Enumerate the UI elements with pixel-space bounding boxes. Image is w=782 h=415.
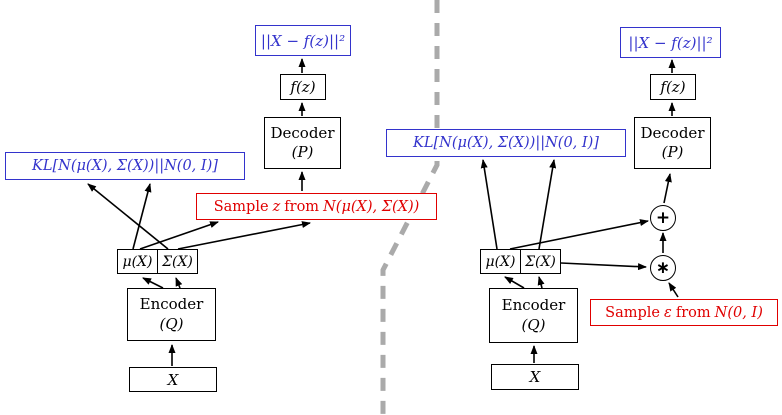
right-input-x-label: X <box>529 368 541 386</box>
left-sigma-label: Σ(X) <box>162 253 193 270</box>
right-reconstruction-loss-box: ||X − f(z)||² <box>620 27 721 58</box>
right-encoder-title: Encoder <box>501 296 566 314</box>
multiply-circle: ∗ <box>650 255 676 281</box>
arrow-sigma-to-kl-right <box>538 159 557 250</box>
right-encoder-sub: (Q) <box>521 315 546 334</box>
right-decoder-sub: (P) <box>661 143 684 161</box>
arrow-encoder-to-mu-right <box>504 276 525 289</box>
arrow-mu-to-kl-left <box>132 183 152 250</box>
plus-circle: + <box>650 205 676 231</box>
left-sample-distribution: N(μ(X), Σ(X)) <box>323 198 420 215</box>
arrow-plus-to-decoder-right <box>663 173 672 204</box>
left-mu-label: μ(X) <box>122 253 153 270</box>
right-decoder-title: Decoder <box>640 123 705 142</box>
right-encoder-box: Encoder (Q) <box>489 288 578 343</box>
left-encoder-title: Encoder <box>139 295 204 313</box>
right-mu-label: μ(X) <box>485 253 516 270</box>
left-fz-label: f(z) <box>290 78 316 96</box>
left-encoder-box: Encoder (Q) <box>127 288 216 341</box>
left-kl-divergence-box: KL[N(μ(X), Σ(X))||N(0, I)] <box>5 152 245 180</box>
left-kl-divergence-label: KL[N(μ(X), Σ(X))||N(0, I)] <box>32 158 218 174</box>
left-sigma-box: Σ(X) <box>157 249 198 274</box>
left-sample-word1: Sample <box>213 198 269 215</box>
left-input-x-box: X <box>129 367 217 392</box>
arrow-mu-to-plus-right <box>509 219 649 250</box>
left-decoder-sub: (P) <box>291 143 314 161</box>
arrow-encoder-to-sigma-right <box>537 276 545 289</box>
right-fz-box: f(z) <box>650 74 696 100</box>
left-decoder-title: Decoder <box>270 123 335 142</box>
arrow-sigma-to-mult-right <box>560 262 647 271</box>
right-sample-distribution: N(0, I) <box>714 304 763 321</box>
right-sample-variable: ε <box>664 304 672 321</box>
left-encoder-sub: (Q) <box>159 314 184 333</box>
left-reconstruction-loss-box: ||X − f(z)||² <box>255 25 351 56</box>
right-sigma-label: Σ(X) <box>525 253 556 270</box>
arrow-encoder-to-mu-left <box>142 277 164 289</box>
right-kl-divergence-label: KL[N(μ(X), Σ(X))||N(0, I)] <box>413 135 599 151</box>
right-sigma-box: Σ(X) <box>520 249 561 274</box>
arrow-encoder-to-sigma-left <box>175 277 183 289</box>
right-input-x-box: X <box>491 364 579 390</box>
right-decoder-box: Decoder (P) <box>634 117 711 169</box>
left-sample-word2: from <box>284 198 320 215</box>
left-decoder-box: Decoder (P) <box>264 117 341 169</box>
arrow-sigma-to-sample-left <box>177 221 311 250</box>
left-input-x-label: X <box>167 370 179 389</box>
multiply-operator-label: ∗ <box>655 257 671 278</box>
left-sample-z-box: Sample z from N(μ(X), Σ(X)) <box>196 193 437 220</box>
right-sample-word1: Sample <box>605 304 660 321</box>
arrow-mu-to-kl-right <box>480 159 498 250</box>
arrow-sample-to-mult-right <box>668 282 679 298</box>
left-fz-box: f(z) <box>280 74 326 100</box>
right-sample-word2: from <box>675 304 711 321</box>
divider-dashed-line <box>380 0 440 415</box>
left-mu-box: μ(X) <box>117 249 158 274</box>
right-reconstruction-loss-label: ||X − f(z)||² <box>628 33 713 52</box>
arrow-mu-to-sample-left <box>139 221 219 250</box>
left-sample-variable: z <box>272 198 281 215</box>
arrow-sigma-to-kl-left <box>87 183 169 250</box>
right-sample-epsilon-box: Sample ε from N(0, I) <box>590 299 778 326</box>
plus-operator-label: + <box>655 207 671 228</box>
right-kl-divergence-box: KL[N(μ(X), Σ(X))||N(0, I)] <box>386 129 626 157</box>
right-mu-box: μ(X) <box>480 249 521 274</box>
left-reconstruction-loss-label: ||X − f(z)||² <box>260 31 346 50</box>
right-fz-label: f(z) <box>660 78 686 96</box>
